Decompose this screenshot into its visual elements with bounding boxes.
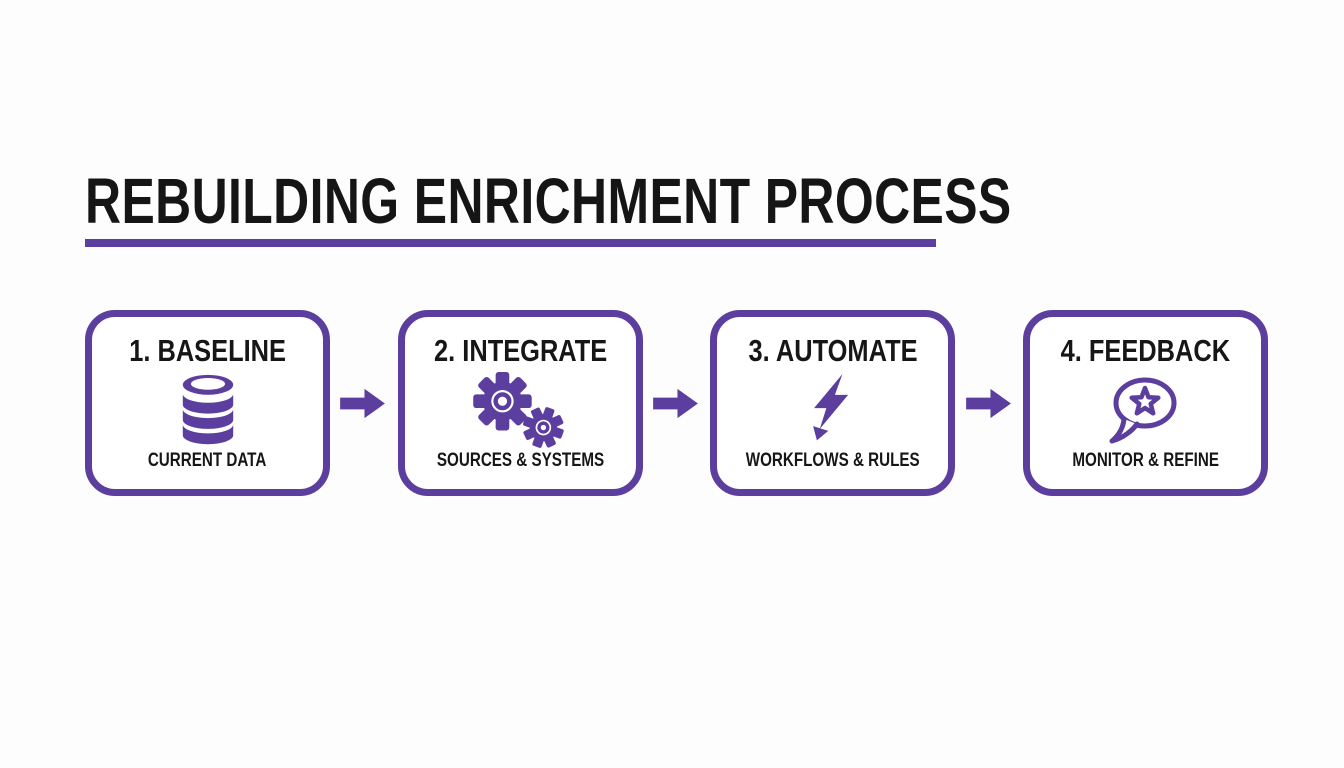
step-card-baseline: 1. BASELINE CURRENT DATA <box>85 310 330 496</box>
step-title: 3. AUTOMATE <box>748 333 918 368</box>
step-card-integrate: 2. INTEGRATE <box>397 310 643 496</box>
right-arrow-icon <box>340 385 387 422</box>
step-title: 4. FEEDBACK <box>1060 333 1231 368</box>
step-subtitle: CURRENT DATA <box>148 450 267 471</box>
steps-row: 1. BASELINE CURRENT DATA 2. INTEGRATE <box>85 310 1268 496</box>
gears-icon <box>470 371 570 448</box>
speech-bubble-star-icon <box>1106 373 1184 447</box>
right-arrow-icon <box>965 385 1013 422</box>
step-card-automate: 3. AUTOMATE WORKFLOWS & RULES <box>710 310 956 496</box>
step-subtitle: SOURCES & SYSTEMS <box>436 450 604 471</box>
page-title: REBUILDING ENRICHMENT PROCESS <box>85 165 1012 237</box>
step-subtitle: WORKFLOWS & RULES <box>745 450 920 471</box>
lightning-bolt-icon <box>811 373 855 447</box>
database-icon <box>179 373 237 447</box>
step-title: 2. INTEGRATE <box>433 333 607 368</box>
title-underline <box>85 239 936 247</box>
step-title: 1. BASELINE <box>129 333 286 368</box>
step-subtitle: MONITOR & REFINE <box>1072 450 1219 471</box>
step-card-feedback: 4. FEEDBACK MONITOR & REFINE <box>1022 310 1268 496</box>
right-arrow-icon <box>653 385 700 422</box>
